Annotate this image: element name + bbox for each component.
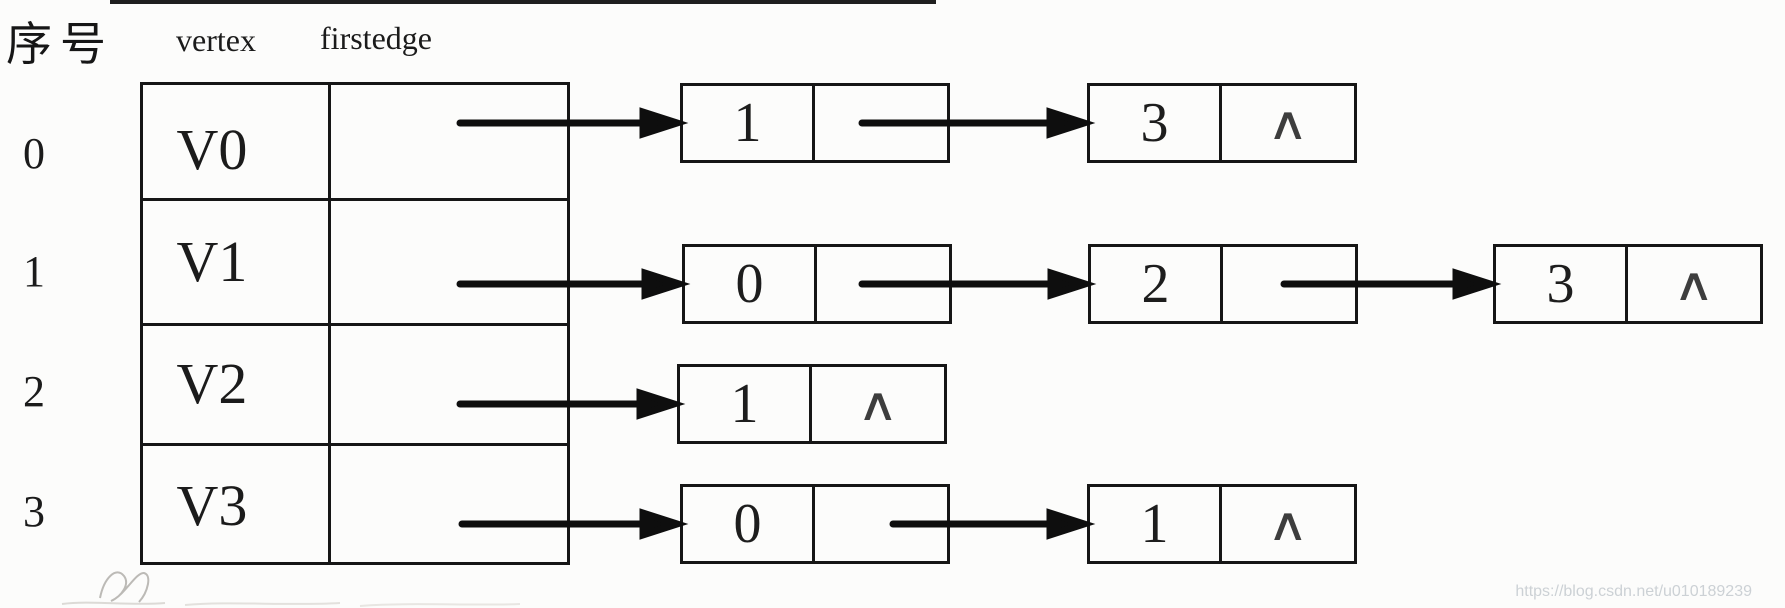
row-index-0: 0: [23, 129, 45, 178]
node-value-cell: 1: [683, 86, 815, 160]
node-pointer-cell: ∧: [1222, 487, 1354, 561]
table-row-divider: [140, 443, 570, 446]
node-value: 1: [730, 373, 759, 435]
null-pointer-icon: ∧: [1266, 497, 1310, 551]
node-value-cell: 0: [685, 247, 817, 321]
node-pointer-cell: [815, 487, 947, 561]
node-value: 0: [735, 253, 764, 315]
node-pointer-cell: [1223, 247, 1355, 321]
node-value: 3: [1546, 253, 1575, 315]
watermark-url: https://blog.csdn.net/u010189239: [1515, 583, 1752, 600]
vertex-cell-v3: V3: [176, 473, 248, 538]
node-value: 2: [1141, 253, 1170, 315]
node-value: 0: [733, 493, 762, 555]
firstedge-column-header: firstedge: [320, 20, 432, 56]
node-pointer-cell: [815, 86, 947, 160]
null-pointer-icon: ∧: [1266, 96, 1310, 150]
node-value: 1: [1140, 493, 1169, 555]
vertex-cell-v0: V0: [176, 117, 248, 182]
list-node: 1 ∧: [677, 364, 947, 444]
table-column-divider: [328, 82, 331, 565]
list-node: 0: [680, 484, 950, 564]
node-value-cell: 3: [1090, 86, 1222, 160]
list-node: 0: [682, 244, 952, 324]
null-pointer-icon: ∧: [856, 377, 900, 431]
list-node: 3 ∧: [1493, 244, 1763, 324]
node-value-cell: 0: [683, 487, 815, 561]
cropped-top-line: [110, 0, 936, 4]
table-row-divider: [140, 323, 570, 326]
vertex-column-header: vertex: [176, 22, 256, 58]
node-value: 3: [1140, 92, 1169, 154]
node-pointer-cell: ∧: [1222, 86, 1354, 160]
node-value-cell: 1: [680, 367, 812, 441]
handwriting-artifact: [61, 571, 521, 607]
row-index-1: 1: [23, 247, 45, 296]
list-node: 1: [680, 83, 950, 163]
null-pointer-icon: ∧: [1672, 257, 1716, 311]
node-pointer-cell: [817, 247, 949, 321]
vertex-cell-v2: V2: [176, 351, 248, 416]
node-value: 1: [733, 92, 762, 154]
index-column-header: 序号: [6, 19, 114, 70]
node-pointer-cell: ∧: [812, 367, 944, 441]
vertex-cell-v1: V1: [176, 229, 248, 294]
row-index-2: 2: [23, 367, 45, 416]
node-value-cell: 1: [1090, 487, 1222, 561]
table-row-divider: [140, 198, 570, 201]
list-node: 2: [1088, 244, 1358, 324]
node-value-cell: 3: [1496, 247, 1628, 321]
row-index-3: 3: [23, 487, 45, 536]
node-value-cell: 2: [1091, 247, 1223, 321]
node-pointer-cell: ∧: [1628, 247, 1760, 321]
list-node: 3 ∧: [1087, 83, 1357, 163]
list-node: 1 ∧: [1087, 484, 1357, 564]
